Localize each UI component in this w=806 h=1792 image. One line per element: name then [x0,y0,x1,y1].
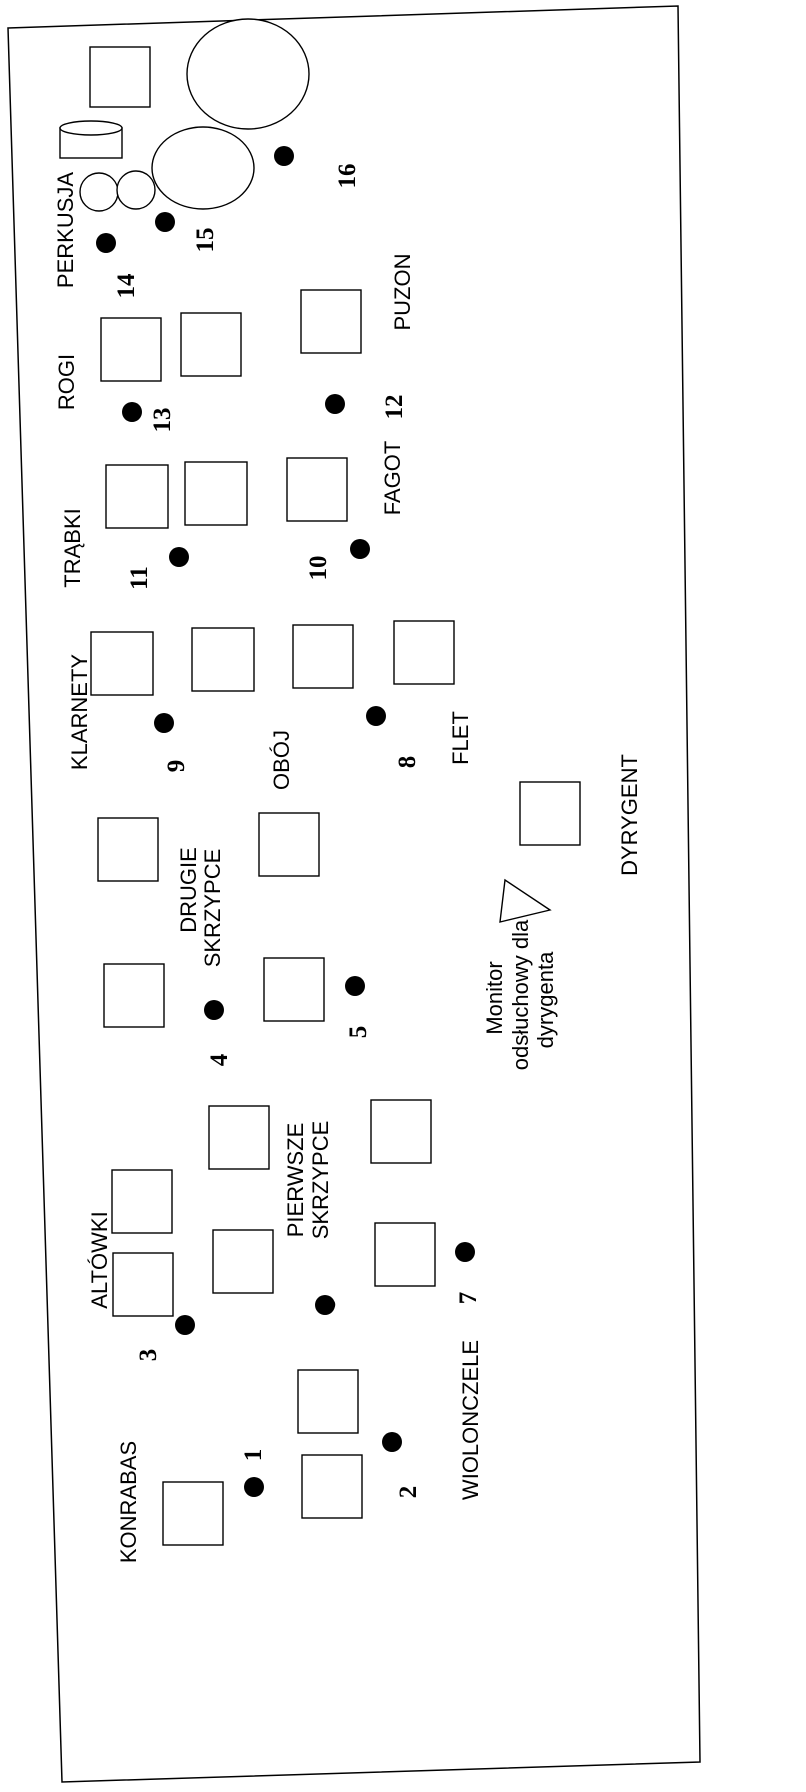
number-6: 6 [314,1299,341,1312]
label-monitor-1: Monitor [482,961,507,1034]
violin1-box-4 [374,1222,436,1287]
number-1: 1 [240,1449,267,1462]
mic-dot-12 [325,394,345,414]
mic-dot-2 [382,1432,402,1452]
trumpet-box-2 [184,461,248,526]
label-altowki: ALTÓWKI [87,1211,112,1308]
flute-box [393,620,455,685]
number-8: 8 [394,756,421,769]
horn-box-2 [180,312,242,377]
number-7: 7 [455,1292,482,1305]
label-fagot: FAGOT [380,441,405,516]
mic-dot-1 [244,1477,264,1497]
label-klarnety: KLARNETY [67,654,92,770]
label-drugie: DRUGIE [176,847,201,933]
mic-dot-14 [96,233,116,253]
violin1-box-1 [208,1105,270,1170]
mic-dot-4 [204,1000,224,1020]
trumpet-box-1 [105,464,169,529]
number-15: 15 [192,228,219,253]
label-monitor-3: dyrygenta [533,951,558,1048]
double-bass-box [162,1481,224,1546]
conductor-monitor [499,878,552,923]
label-monitor-2: odsłuchowy dla [508,919,533,1070]
violin1-box-2 [370,1099,432,1164]
oboe-box-1 [191,627,255,692]
violin2-box-2 [258,812,320,877]
mic-dot-6 [315,1295,335,1315]
cello-box-1 [297,1369,359,1434]
mic-dot-8 [366,706,386,726]
viola-box-1 [111,1169,173,1234]
mic-dot-3 [175,1315,195,1335]
label-puzon: PUZON [390,254,415,331]
viola-box-2 [112,1252,174,1317]
label-pierwsze: PIERWSZE [283,1123,308,1238]
conductor-box [519,781,581,846]
label-trabki: TRĄBKI [60,508,85,587]
violin2-box-1 [97,817,159,882]
mic-dot-7 [455,1242,475,1262]
label-oboj: OBÓJ [269,730,294,790]
stage-frame [7,5,701,1783]
mic-dot-16 [274,146,294,166]
timpani-large [186,18,310,130]
number-14: 14 [113,273,140,299]
label-dyrygent: DYRYGENT [617,754,642,876]
cello-box-2 [301,1454,363,1519]
drum-cylinder [59,120,123,159]
label-skrzypce-2: SKRZYPCE [200,849,225,968]
timpani-medium [151,126,255,210]
number-10: 10 [305,556,332,581]
mic-dot-13 [122,402,142,422]
number-2: 2 [395,1486,422,1499]
horn-box-1 [100,317,162,382]
number-5: 5 [345,1026,372,1039]
mic-dot-11 [169,547,189,567]
bongo-left [79,172,119,212]
label-perkusja: PERKUSJA [53,172,78,288]
violin2-box-4 [263,957,325,1022]
mic-dot-15 [155,212,175,232]
mic-dot-9 [154,713,174,733]
violin1-box-3 [212,1229,274,1294]
number-3: 3 [135,1349,162,1362]
bongo-right [116,170,156,210]
mic-dot-5 [345,976,365,996]
number-16: 16 [334,164,361,189]
number-13: 13 [149,408,176,433]
violin2-box-3 [103,963,165,1028]
mic-dot-10 [350,539,370,559]
number-12: 12 [381,395,408,420]
number-4: 4 [206,1053,233,1066]
number-11: 11 [126,566,153,590]
label-skrzypce-1: SKRZYPCE [308,1121,333,1240]
label-wiolonczele: WIOLONCZELE [458,1340,483,1500]
label-flet: FLET [448,711,473,765]
percussion-box [89,46,151,108]
label-rogi: ROGI [54,354,79,410]
label-konrabas: KONRABAS [116,1441,141,1563]
oboe-box-2 [292,624,354,689]
number-9: 9 [163,760,190,773]
clarinet-box [90,631,154,696]
trombone-box [300,289,362,354]
bassoon-box [286,457,348,522]
